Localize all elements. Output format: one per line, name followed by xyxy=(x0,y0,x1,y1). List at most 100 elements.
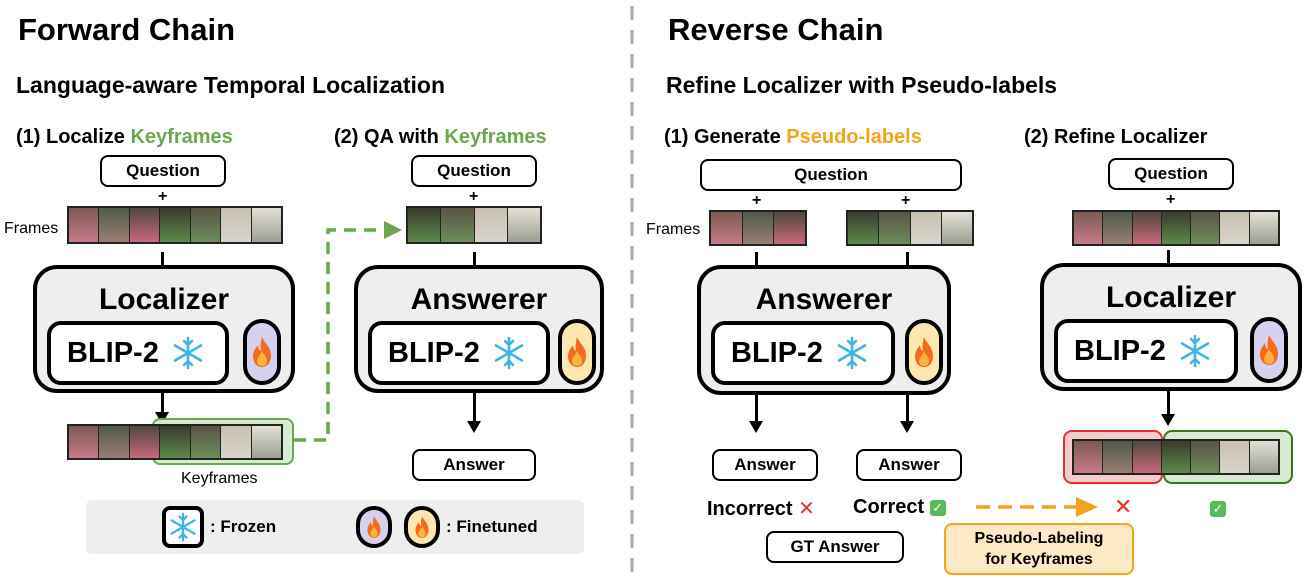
video-frame xyxy=(1220,212,1249,244)
blip2-box: BLIP-2 xyxy=(711,321,895,385)
answerer-box: Answerer BLIP-2 xyxy=(697,265,951,395)
frame-strip-correct xyxy=(846,210,974,246)
blip2-label: BLIP-2 xyxy=(388,336,480,369)
video-frame xyxy=(1161,212,1191,244)
video-frame xyxy=(910,212,941,244)
snowflake-icon xyxy=(173,336,203,370)
snowflake-icon xyxy=(837,336,867,370)
step-prefix: (2) QA with xyxy=(334,126,445,148)
video-frame xyxy=(160,208,190,242)
frozen-legend-label: : Frozen xyxy=(210,517,277,536)
plus-sign: + xyxy=(1166,191,1176,208)
down-arrow xyxy=(467,393,481,433)
video-frame xyxy=(1191,212,1220,244)
connector-line xyxy=(473,252,476,266)
video-frame xyxy=(474,208,507,242)
question-box: Question xyxy=(411,155,537,187)
check-icon: ✓ xyxy=(1210,500,1226,517)
frames-label: Frames xyxy=(646,221,701,238)
answer-box: Answer xyxy=(412,449,536,481)
finetuned-module xyxy=(243,319,281,385)
frozen-legend-swatch xyxy=(162,506,204,548)
video-frame xyxy=(711,212,742,244)
pseudo-labeling-line2: for Keyframes xyxy=(985,551,1093,568)
video-frame xyxy=(879,212,910,244)
flame-icon xyxy=(568,337,586,367)
forward-chain-subtitle: Language-aware Temporal Localization xyxy=(16,72,445,98)
finetuned-legend-swatch-yellow xyxy=(404,506,440,548)
video-frame xyxy=(251,426,281,458)
keyframe-transfer-arrow xyxy=(294,221,402,442)
answer-box: Answer xyxy=(856,449,962,481)
check-icon-wrap: ✓ xyxy=(1210,500,1226,518)
connector-line xyxy=(755,252,758,266)
refined-keyframe-strip xyxy=(1072,439,1280,475)
reverse-step1-title: (1) Generate Pseudo-labels xyxy=(664,126,922,149)
video-frame xyxy=(99,208,129,242)
blip2-box: BLIP-2 xyxy=(47,321,229,385)
frame-strip-incorrect xyxy=(709,210,807,246)
gt-answer-box: GT Answer xyxy=(766,531,904,563)
blip2-box: BLIP-2 xyxy=(1054,319,1238,383)
step-highlight: Keyframes xyxy=(130,126,233,148)
answerer-box: Answerer BLIP-2 xyxy=(354,265,604,393)
blip2-box: BLIP-2 xyxy=(368,321,550,385)
video-frame xyxy=(129,426,160,458)
section-divider xyxy=(630,6,634,572)
snowflake-icon xyxy=(170,512,196,542)
reverse-step2-title: (2) Refine Localizer xyxy=(1024,126,1208,148)
video-frame xyxy=(507,208,540,242)
frame-strip xyxy=(67,206,283,244)
plus-sign: + xyxy=(158,188,168,205)
answerer-title: Answerer xyxy=(410,283,548,316)
finetuned-legend-swatch-purple xyxy=(356,506,392,548)
flame-icon xyxy=(915,337,933,367)
forward-step1-title: (1) Localize Keyframes xyxy=(16,126,233,149)
finetuned-module xyxy=(1250,317,1288,383)
finetuned-module xyxy=(558,319,596,385)
x-icon: ✕ xyxy=(798,498,815,520)
flame-icon xyxy=(253,337,271,367)
check-icon: ✓ xyxy=(929,499,946,516)
localizer-box: Localizer BLIP-2 xyxy=(1040,263,1302,391)
video-frame xyxy=(1103,212,1132,244)
video-frame xyxy=(1161,441,1191,473)
blip2-label: BLIP-2 xyxy=(731,336,823,369)
finetuned-module xyxy=(905,319,943,385)
forward-chain-title: Forward Chain xyxy=(18,12,236,47)
snowflake-icon xyxy=(1180,334,1210,368)
plus-sign: + xyxy=(901,192,911,209)
localizer-title: Localizer xyxy=(1105,281,1237,314)
video-frame xyxy=(251,208,281,242)
video-frame xyxy=(848,212,879,244)
question-box: Question xyxy=(700,159,962,191)
blip2-label: BLIP-2 xyxy=(1074,334,1166,367)
connector-line xyxy=(1167,250,1170,264)
question-box: Question xyxy=(1108,158,1234,190)
keyframes-label: Keyframes xyxy=(181,470,258,487)
step-prefix: (1) Localize xyxy=(16,126,131,148)
plus-sign: + xyxy=(469,188,479,205)
video-frame xyxy=(1249,212,1278,244)
pseudo-label-arrow xyxy=(976,497,1098,517)
keyframe-input-strip xyxy=(406,206,542,244)
flame-icon xyxy=(415,516,429,538)
video-frame xyxy=(190,208,221,242)
video-frame xyxy=(1132,212,1161,244)
video-frame xyxy=(1191,441,1220,473)
connector-line xyxy=(906,252,909,266)
video-frame xyxy=(69,208,99,242)
blip2-label: BLIP-2 xyxy=(67,336,159,369)
answer-box: Answer xyxy=(712,449,818,481)
video-frame xyxy=(1249,441,1278,473)
snowflake-icon xyxy=(494,336,524,370)
video-frame xyxy=(1132,441,1161,473)
correct-label: Correct xyxy=(853,496,925,518)
step-prefix: (1) Generate xyxy=(664,126,787,148)
finetuned-legend-label: : Finetuned xyxy=(446,517,538,536)
incorrect-result: Incorrect ✕ xyxy=(707,496,815,521)
video-frame xyxy=(774,212,806,244)
video-frame xyxy=(742,212,774,244)
forward-step2-title: (2) QA with Keyframes xyxy=(334,126,547,149)
keyframe-strip xyxy=(67,424,283,460)
